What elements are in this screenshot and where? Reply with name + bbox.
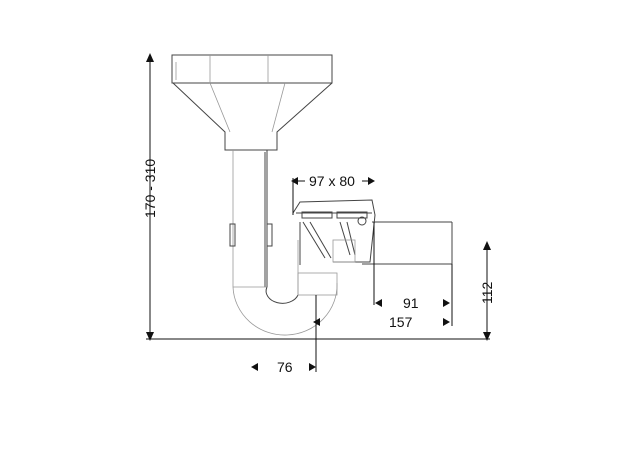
outlet-pipe (362, 221, 453, 265)
vertical-pipe (229, 150, 273, 288)
height-range-label: 170 - 310 (142, 159, 158, 218)
trap-housing (292, 199, 376, 265)
u-bend (232, 240, 338, 336)
outlet-offset-long-label: 157 (389, 314, 413, 330)
outlet-offset-short-label: 91 (403, 295, 419, 311)
funnel (171, 54, 333, 151)
trap-offset-label: 76 (277, 359, 293, 375)
outlet-size-label: 97 x 80 (309, 173, 355, 189)
outlet-height-label: 112 (479, 281, 495, 304)
dimension-lines (146, 53, 491, 372)
